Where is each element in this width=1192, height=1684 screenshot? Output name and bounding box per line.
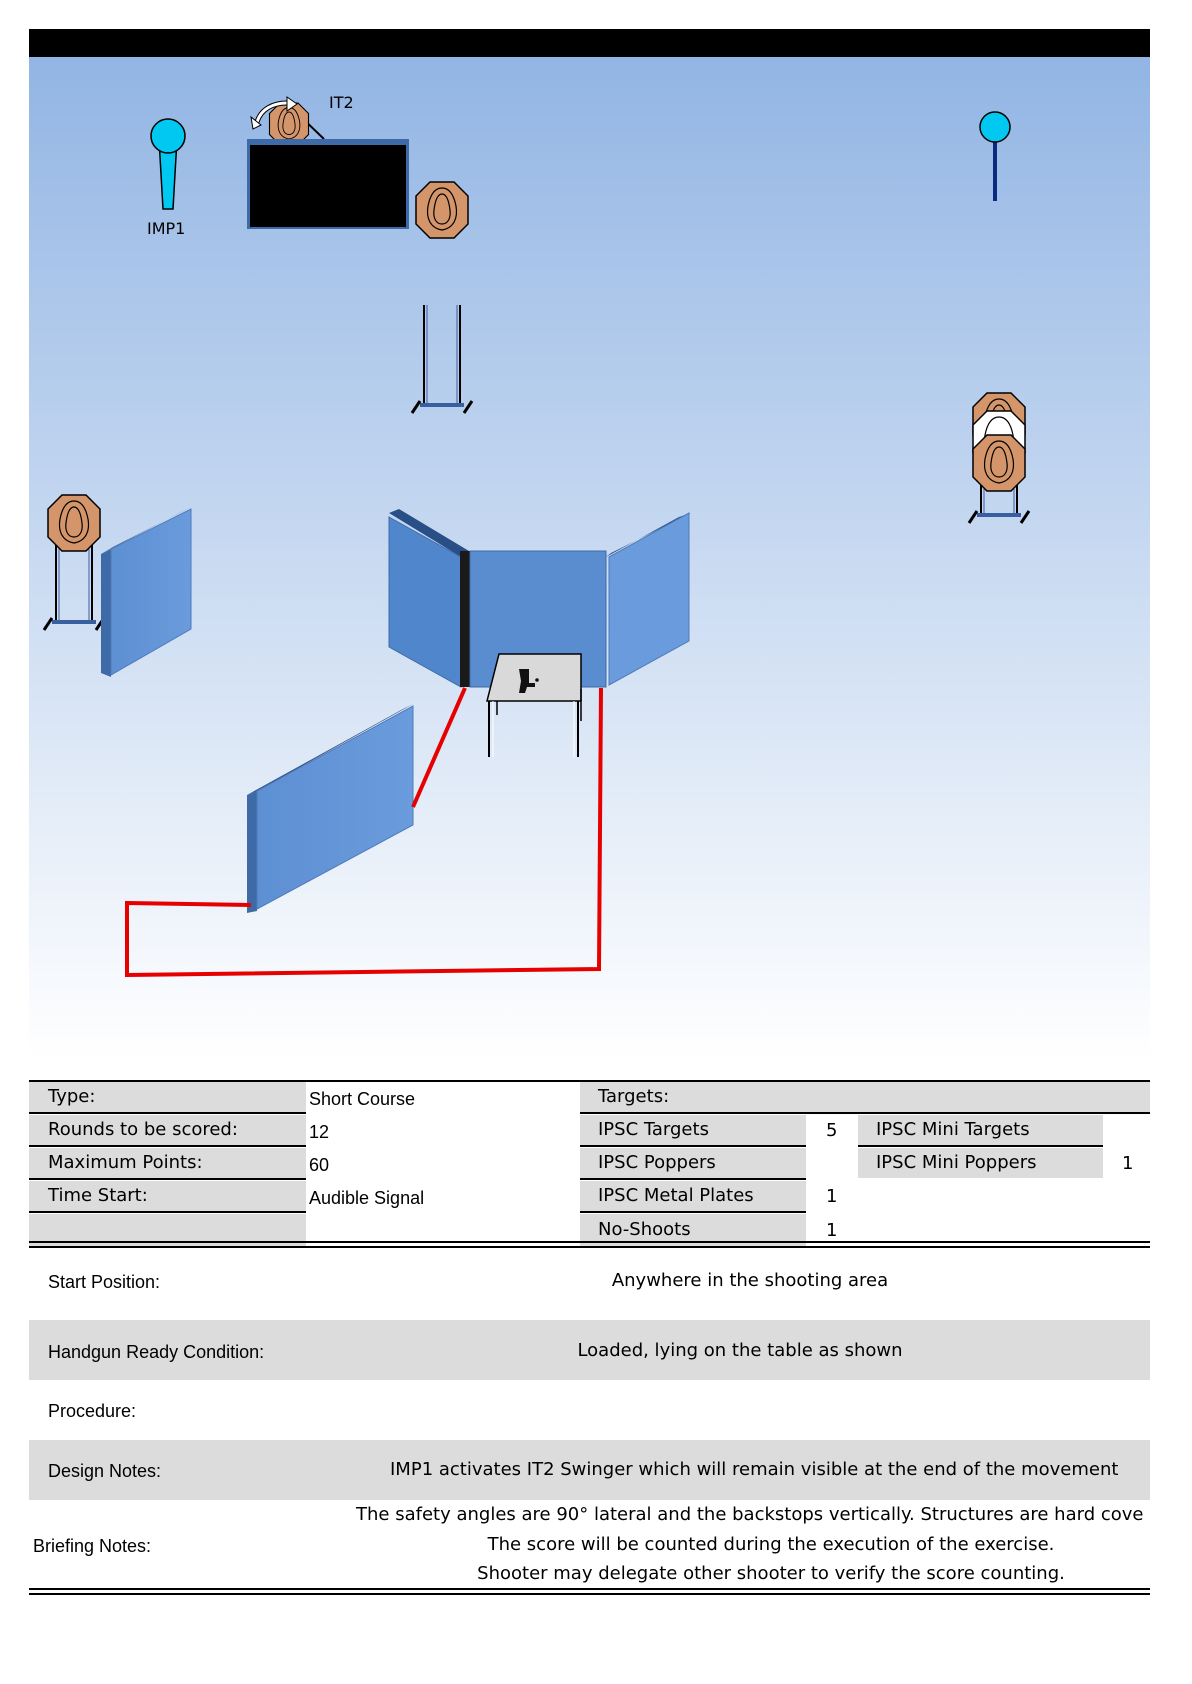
details-bottom-rule-a xyxy=(29,1588,1150,1590)
target-name-4: No-Shoots xyxy=(598,1219,691,1240)
mini-row-2-bg xyxy=(858,1148,1103,1178)
mini-target-count-2: 1 xyxy=(1122,1153,1134,1174)
fault-line-perimeter xyxy=(125,687,603,978)
imp1-label: IMP1 xyxy=(147,219,185,238)
target-name-3: IPSC Metal Plates xyxy=(598,1185,754,1206)
rule-1 xyxy=(29,1112,306,1114)
ipsc-target-cluster-right xyxy=(967,392,1031,525)
rule-4 xyxy=(29,1211,306,1213)
rounds-label-bg xyxy=(29,1115,306,1145)
briefing-label: Briefing Notes: xyxy=(33,1536,152,1556)
targets-label: Targets: xyxy=(598,1086,670,1107)
rule-3 xyxy=(29,1178,306,1180)
swing-arrow-icon xyxy=(250,96,298,130)
metal-plate xyxy=(979,111,1011,201)
target-row-4-bg xyxy=(580,1214,806,1246)
rule-2 xyxy=(29,1145,306,1147)
ready-value: Loaded, lying on the table as shown xyxy=(577,1340,903,1361)
ready-label: Handgun Ready Condition: xyxy=(48,1342,265,1362)
target-name-1: IPSC Targets xyxy=(598,1119,709,1140)
fault-line xyxy=(411,687,467,808)
start-label: Time Start: xyxy=(48,1185,148,1206)
target-count-4: 1 xyxy=(826,1220,838,1241)
stage-diagram-svg: IMP1 IT2 xyxy=(29,29,1150,1059)
rule-t1 xyxy=(580,1145,806,1147)
points-value: 60 xyxy=(309,1155,330,1175)
wall-front xyxy=(247,704,414,913)
sky-background xyxy=(29,29,1150,1059)
wall-left xyxy=(101,507,192,677)
black-wall xyxy=(247,139,409,229)
type-value: Short Course xyxy=(309,1089,416,1109)
targets-header-bg xyxy=(580,1082,1150,1112)
target-row-2-bg xyxy=(580,1148,806,1178)
table xyxy=(486,653,582,757)
it2-label: IT2 xyxy=(329,93,354,112)
mini-row-1-bg xyxy=(858,1115,1103,1145)
design-label: Design Notes: xyxy=(48,1461,162,1481)
start-position-label: Start Position: xyxy=(48,1272,161,1292)
stage-diagram: IMP1 IT2 xyxy=(29,29,1150,1059)
start-label-bg xyxy=(29,1181,306,1211)
briefing-line-2: The score will be counted during the exe… xyxy=(487,1534,1055,1555)
mini-target-name-2: IPSC Mini Poppers xyxy=(876,1152,1037,1173)
briefing-line-1: The safety angles are 90° lateral and th… xyxy=(356,1504,1144,1525)
mini-target-name-1: IPSC Mini Targets xyxy=(876,1119,1030,1140)
points-label: Maximum Points: xyxy=(48,1152,203,1173)
rounds-label: Rounds to be scored: xyxy=(48,1119,238,1140)
briefing-line-3: Shooter may delegate other shooter to ve… xyxy=(477,1563,1065,1584)
target-name-2: IPSC Poppers xyxy=(598,1152,716,1173)
target-count-3: 1 xyxy=(826,1186,838,1207)
wall-center xyxy=(388,509,691,688)
rule-t3 xyxy=(580,1211,806,1213)
rounds-value: 12 xyxy=(309,1122,330,1142)
handgun-icon xyxy=(519,669,539,693)
target-count-1: 5 xyxy=(826,1120,838,1141)
ready-row-bg xyxy=(29,1320,1150,1380)
type-label-bg xyxy=(29,1082,306,1112)
info-bottom-rule-a xyxy=(29,1241,1150,1243)
rule-m1 xyxy=(858,1145,1103,1147)
target-row-1-bg xyxy=(580,1115,806,1145)
start-value: Audible Signal xyxy=(309,1188,425,1208)
swinger-it2 xyxy=(250,96,325,146)
procedure-label: Procedure: xyxy=(48,1401,137,1421)
stage-header-bar xyxy=(29,29,1150,57)
design-row-bg xyxy=(29,1440,1150,1500)
info-bottom-rule-b xyxy=(29,1246,1150,1248)
start-position-value: Anywhere in the shooting area xyxy=(611,1270,889,1291)
design-value: IMP1 activates IT2 Swinger which will re… xyxy=(390,1459,1119,1480)
type-label: Type: xyxy=(48,1086,96,1107)
mini-popper-imp1 xyxy=(150,118,186,210)
rule-t2 xyxy=(580,1178,806,1180)
points-label-bg xyxy=(29,1148,306,1178)
details-bottom-rule-b xyxy=(29,1593,1150,1595)
rule-t0 xyxy=(580,1112,1150,1114)
target-row-3-bg xyxy=(580,1181,806,1211)
blank-label-bg xyxy=(29,1214,306,1246)
info-top-rule xyxy=(29,1080,1150,1082)
